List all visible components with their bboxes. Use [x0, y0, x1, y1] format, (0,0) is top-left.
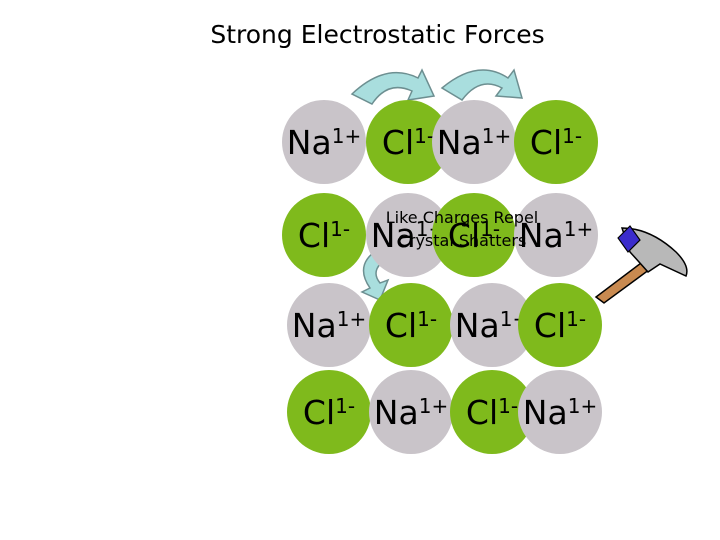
- ion-label: Cl1-: [530, 126, 582, 159]
- ion-label: Cl1-: [382, 126, 434, 159]
- ion-label: Na1+: [371, 219, 445, 252]
- ion-charge: 1+: [563, 216, 594, 241]
- ion-label: Na1+: [374, 396, 448, 429]
- ion-element: Cl: [384, 305, 418, 345]
- ion-charge: 1+: [331, 123, 362, 148]
- ion-label: Na1+: [437, 126, 511, 159]
- sodium-ion: Na1+: [432, 100, 516, 184]
- sodium-ion: Na1+: [514, 193, 598, 277]
- ion-label: Na1+: [519, 219, 593, 252]
- ion-element: Cl: [447, 215, 481, 255]
- slide-title: Strong Electrostatic Forces: [210, 20, 545, 49]
- curved-arrow-icon: [350, 68, 436, 105]
- sodium-ion: Na1+: [287, 283, 371, 367]
- ion-label: Na1+: [523, 396, 597, 429]
- ion-charge: 1-: [480, 216, 501, 241]
- ion-element: Na: [370, 215, 416, 255]
- ion-charge: 1+: [481, 123, 512, 148]
- ion-element: Na: [518, 215, 564, 255]
- ion-element: Na: [291, 305, 337, 345]
- ion-element: Cl: [529, 122, 563, 162]
- ion-label: Cl1-: [298, 219, 350, 252]
- ion-label: Cl1-: [466, 396, 518, 429]
- ion-element: Na: [373, 392, 419, 432]
- ion-element: Na: [286, 122, 332, 162]
- sodium-ion: Na1+: [518, 370, 602, 454]
- ion-element: Cl: [533, 305, 567, 345]
- ion-charge: 1-: [414, 123, 435, 148]
- ion-label: Cl1-: [385, 309, 437, 342]
- ion-element: Cl: [381, 122, 415, 162]
- ion-label: Cl1-: [303, 396, 355, 429]
- ion-charge: 1-: [566, 306, 587, 331]
- chloride-ion: Cl1-: [282, 193, 366, 277]
- curved-arrow-icon: [440, 68, 524, 101]
- ion-element: Na: [522, 392, 568, 432]
- caption-crystal-shatters: Crystal Shatters: [397, 231, 527, 250]
- chloride-ion: Cl1-: [518, 283, 602, 367]
- ion-element: Cl: [465, 392, 499, 432]
- ion-charge: 1-: [498, 393, 519, 418]
- ion-charge: 1-: [335, 393, 356, 418]
- sodium-ion: Na1+: [369, 370, 453, 454]
- ion-label: Cl1-: [448, 219, 500, 252]
- chloride-ion: Cl1-: [432, 193, 516, 277]
- ion-element: Na: [454, 305, 500, 345]
- ion-label: Na1+: [292, 309, 366, 342]
- ion-charge: 1+: [567, 393, 598, 418]
- chloride-ion: Cl1-: [287, 370, 371, 454]
- chloride-ion: Cl1-: [514, 100, 598, 184]
- ion-label: Na1+: [287, 126, 361, 159]
- ion-charge: 1+: [336, 306, 367, 331]
- caption-like-charges-repel: Like Charges Repel: [385, 208, 539, 227]
- ion-label: Cl1-: [534, 309, 586, 342]
- chloride-ion: Cl1-: [369, 283, 453, 367]
- ion-charge: 1-: [417, 306, 438, 331]
- ion-element: Cl: [302, 392, 336, 432]
- ion-charge: 1-: [330, 216, 351, 241]
- ion-element: Cl: [297, 215, 331, 255]
- ion-charge: 1-: [562, 123, 583, 148]
- hammer-icon: [594, 225, 688, 304]
- sodium-ion: Na1+: [282, 100, 366, 184]
- ion-charge: 1+: [418, 393, 449, 418]
- ion-element: Na: [436, 122, 482, 162]
